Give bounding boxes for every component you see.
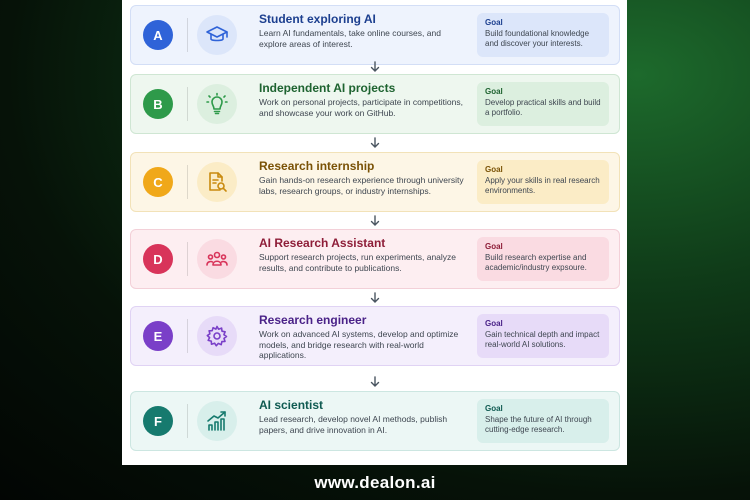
graduation-cap-icon [197,15,237,55]
card-divider [187,87,188,121]
step-title: AI scientist [259,398,324,412]
down-arrow-icon [369,215,381,227]
card-divider [187,404,188,438]
lightbulb-icon [197,84,237,124]
card-divider [187,242,188,276]
down-arrow-icon [369,376,381,388]
goal-text: Build foundational knowledge and discove… [485,29,590,48]
step-card-e: E Research engineer Work on advanced AI … [130,306,620,366]
step-description: Learn AI fundamentals, take online cours… [259,28,441,49]
team-icon [197,239,237,279]
gear-icon [197,316,237,356]
growth-chart-icon [197,401,237,441]
step-description: Lead research, develop novel AI methods,… [259,414,448,435]
goal-text: Shape the future of AI through cutting-e… [485,415,592,434]
goal-label: Goal [485,242,503,251]
step-badge: D [143,244,173,274]
goal-label: Goal [485,319,503,328]
goal-label: Goal [485,404,503,413]
card-divider [187,18,188,52]
website-url[interactable]: www.dealon.ai [314,472,436,492]
step-badge: F [143,406,173,436]
step-badge: B [143,89,173,119]
step-card-f: F AI scientist Lead research, develop no… [130,391,620,451]
down-arrow-icon [369,137,381,149]
step-card-d: D AI Research Assistant Support research… [130,229,620,289]
step-description: Work on personal projects, participate i… [259,97,463,118]
document-search-icon [197,162,237,202]
card-divider [187,165,188,199]
roadmap-panel: A Student exploring AI Learn AI fundamen… [122,0,627,465]
goal-box: Goal Apply your skills in real research … [477,160,609,204]
goal-box: Goal Build research expertise and academ… [477,237,609,281]
step-card-c: C Research internship Gain hands-on rese… [130,152,620,212]
goal-text: Apply your skills in real research envir… [485,176,600,195]
goal-box: Goal Develop practical skills and build … [477,82,609,126]
step-card-a: A Student exploring AI Learn AI fundamen… [130,5,620,65]
step-description: Gain hands-on research experience throug… [259,175,464,196]
goal-label: Goal [485,87,503,96]
down-arrow-icon [369,292,381,304]
step-card-b: B Independent AI projects Work on person… [130,74,620,134]
step-description: Support research projects, run experimen… [259,252,457,273]
goal-label: Goal [485,165,503,174]
step-title: Research engineer [259,313,367,327]
card-divider [187,319,188,353]
step-title: Research internship [259,159,375,173]
goal-box: Goal Gain technical depth and impact rea… [477,314,609,358]
step-title: AI Research Assistant [259,236,386,250]
goal-box: Goal Shape the future of AI through cutt… [477,399,609,443]
goal-label: Goal [485,18,503,27]
step-badge: A [143,20,173,50]
goal-box: Goal Build foundational knowledge and di… [477,13,609,57]
step-badge: C [143,167,173,197]
goal-text: Build research expertise and academic/in… [485,253,587,272]
step-title: Independent AI projects [259,81,396,95]
step-badge: E [143,321,173,351]
goal-text: Gain technical depth and impact real-wor… [485,330,600,349]
step-description: Work on advanced AI systems, develop and… [259,329,459,360]
goal-text: Develop practical skills and build a por… [485,98,601,117]
down-arrow-icon [369,61,381,73]
step-title: Student exploring AI [259,12,376,26]
